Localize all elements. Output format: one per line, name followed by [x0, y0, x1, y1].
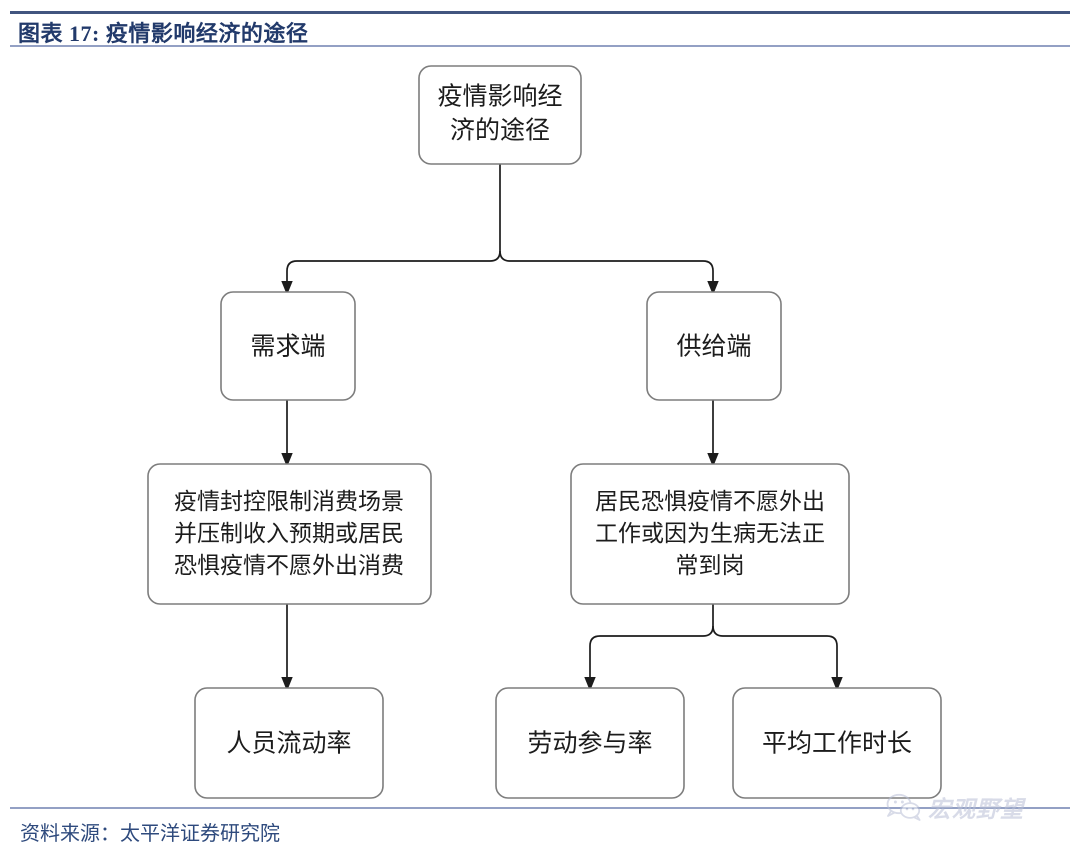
edge-root-to-supply — [499, 250, 719, 296]
node-mobility-rate-box — [194, 687, 384, 799]
node-supply-description-box — [570, 463, 850, 605]
node-average-working-hours-label: 平均工作时长 — [762, 730, 912, 758]
node-supply-label: 供给端 — [676, 333, 751, 361]
node-demand-label: 需求端 — [250, 333, 325, 361]
edge-root-to-demand — [281, 250, 501, 296]
edge-supply-desc-to-work-hours — [712, 625, 843, 692]
node-labor-participation-rate-label: 劳动参与率 — [527, 730, 652, 758]
node-root-box — [418, 65, 582, 165]
node-demand-description-box — [147, 463, 432, 605]
node-labor-participation-rate-box — [495, 687, 685, 799]
node-supply[interactable]: 供给端 — [646, 291, 782, 401]
node-average-working-hours-box — [732, 687, 942, 799]
node-supply-description-line3: 常到岗 — [676, 552, 745, 578]
node-root-label-line1: 疫情影响经 — [437, 83, 562, 111]
node-supply-description-line1: 居民恐惧疫情不愿外出 — [595, 488, 825, 514]
node-supply-box — [646, 291, 782, 401]
node-root-label-line2: 济的途径 — [450, 117, 550, 145]
node-mobility-rate[interactable]: 人员流动率 — [194, 687, 384, 799]
node-demand-description-line3: 恐惧疫情不愿外出消费 — [174, 552, 404, 578]
footer-rule — [10, 807, 1070, 809]
figure-header: 图表 17: 疫情影响经济的途径 — [0, 0, 1080, 48]
node-labor-participation-rate[interactable]: 劳动参与率 — [495, 687, 685, 799]
node-demand-box — [220, 291, 356, 401]
node-mobility-rate-label: 人员流动率 — [226, 730, 351, 758]
node-root[interactable]: 疫情影响经 济的途径 — [418, 65, 582, 165]
node-supply-description[interactable]: 居民恐惧疫情不愿外出 工作或因为生病无法正 常到岗 — [570, 463, 850, 605]
header-rule-top — [10, 11, 1070, 14]
node-average-working-hours[interactable]: 平均工作时长 — [732, 687, 942, 799]
header-rule-bottom — [10, 45, 1070, 47]
edge-supply-desc-to-labor-part — [584, 625, 714, 692]
node-demand[interactable]: 需求端 — [220, 291, 356, 401]
source-note: 资料来源：太平洋证券研究院 — [20, 823, 280, 845]
node-demand-description[interactable]: 疫情封控限制消费场景 并压制收入预期或居民 恐惧疫情不愿外出消费 — [147, 463, 432, 605]
page-title: 图表 17: 疫情影响经济的途径 — [18, 21, 309, 46]
node-demand-description-line2: 并压制收入预期或居民 — [174, 520, 404, 546]
flowchart-canvas: 疫情影响经 济的途径 需求端 供给端 疫情封控限制消费场景 并压制收入预期或居民… — [0, 48, 1080, 805]
node-supply-description-line2: 工作或因为生病无法正 — [595, 520, 825, 546]
node-demand-description-line1: 疫情封控限制消费场景 — [174, 488, 404, 514]
figure-footer: 资料来源：太平洋证券研究院 — [0, 805, 1080, 851]
